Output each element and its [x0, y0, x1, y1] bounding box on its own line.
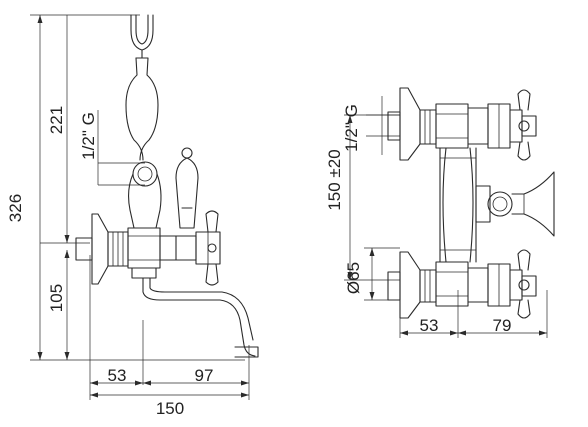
- label-total-height: 326: [6, 194, 25, 222]
- label-lower-height: 105: [47, 284, 66, 312]
- faucet-side-outline: [75, 14, 259, 358]
- right-view: 150 ±20 1/2" G Ø65 53 79: [325, 87, 555, 338]
- dim-line-thread-right: [366, 96, 400, 155]
- label-thread-right: 1/2" G: [342, 104, 361, 152]
- label-center-distance: 150 ±20: [325, 149, 344, 210]
- label-thread-upper: 1/2" G: [79, 112, 98, 160]
- left-view: 326 221 1/2" G 105 53 97 150: [6, 14, 259, 418]
- dim-line-upper: [40, 15, 90, 244]
- label-overall-width: 150: [156, 399, 184, 418]
- label-offset-left-right-view: 53: [420, 316, 439, 335]
- dim-line-center-distance: [344, 114, 400, 281]
- label-diameter: Ø65: [344, 262, 363, 294]
- label-offset-left: 53: [108, 366, 127, 385]
- mixer-front-outline: [387, 87, 555, 319]
- dim-line-diameter: [364, 247, 400, 301]
- dim-line-thread-upper: [97, 110, 145, 186]
- label-offset-right: 97: [195, 366, 214, 385]
- label-upper-height: 221: [47, 106, 66, 134]
- dim-line-horizontal-left: [89, 255, 250, 400]
- label-offset-right-right-view: 79: [493, 316, 512, 335]
- dim-line-total-height: [30, 14, 245, 361]
- dim-line-lower: [64, 250, 70, 360]
